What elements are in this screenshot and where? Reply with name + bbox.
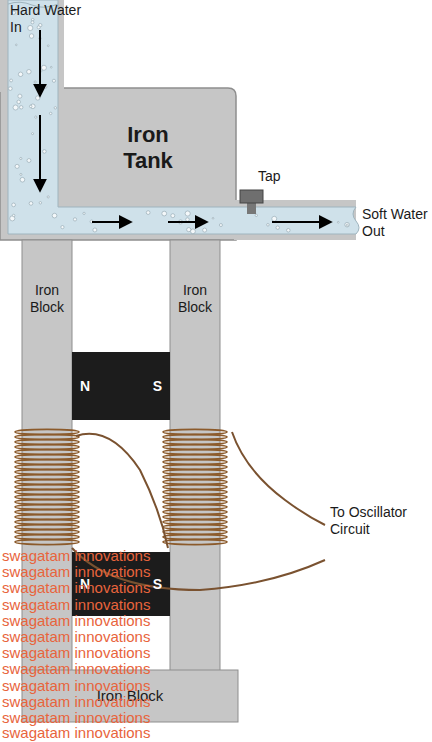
node-text: Iron Block [24, 282, 70, 316]
watermark: swagatam innovations [2, 710, 150, 725]
inlet-label: Hard Water In [10, 2, 90, 36]
particle [287, 229, 291, 233]
tank-label-box: Iron Tank [62, 92, 234, 204]
node-text: S [153, 576, 162, 593]
particle [255, 214, 257, 216]
particle [15, 164, 19, 168]
node-text: Iron Tank [113, 122, 183, 175]
coil-turn [163, 539, 227, 544]
iron-block: Iron Block [170, 280, 220, 340]
iron-block: Iron Block [22, 280, 72, 340]
particle [18, 94, 22, 98]
particle [272, 216, 277, 221]
particle [212, 217, 214, 219]
coil-turn [15, 539, 79, 544]
particle [27, 70, 31, 74]
particle [37, 26, 40, 29]
particle [20, 106, 23, 109]
particle [27, 159, 31, 163]
particle [28, 25, 33, 30]
watermark: swagatam innovations [2, 597, 150, 612]
particle [191, 229, 196, 234]
particle [61, 226, 64, 229]
particle [13, 105, 18, 110]
particle [35, 116, 37, 118]
particle [39, 202, 41, 204]
particle [20, 157, 22, 159]
particle [12, 214, 14, 216]
particle [203, 228, 207, 232]
particle [171, 214, 175, 218]
particle [15, 44, 17, 46]
node-text: S [153, 378, 162, 395]
particle [146, 211, 150, 215]
node-text: Iron Block [172, 282, 218, 316]
particle [20, 177, 25, 182]
watermark: swagatam innovations [2, 580, 150, 595]
particle [346, 224, 348, 226]
particle [186, 218, 190, 222]
particle [337, 221, 339, 223]
particle [345, 222, 350, 227]
tap-label: Tap [258, 168, 281, 185]
particle [52, 79, 55, 82]
particle [162, 211, 167, 216]
particle [10, 79, 13, 82]
particle [29, 34, 33, 38]
particle [31, 18, 34, 21]
particle [32, 133, 34, 135]
particle [44, 85, 47, 88]
magnet-top [72, 352, 170, 420]
water-channel [8, 0, 359, 234]
particle [73, 218, 76, 221]
particle [83, 212, 85, 214]
particle [8, 87, 12, 91]
particle [29, 202, 33, 206]
particle [17, 100, 21, 104]
particle [49, 112, 51, 114]
watermark: swagatam innovations [2, 678, 150, 693]
watermark: swagatam innovations [2, 725, 150, 740]
particle [219, 224, 222, 227]
particle [187, 228, 191, 232]
watermark: swagatam innovations [2, 564, 150, 579]
particle [36, 96, 40, 100]
particle [50, 66, 52, 68]
watermark: swagatam innovations [2, 661, 150, 676]
particle [20, 173, 22, 175]
watermark: swagatam innovations [2, 613, 150, 628]
particle [18, 72, 22, 76]
particle [47, 45, 49, 47]
watermark: swagatam innovations [2, 629, 150, 644]
particle [267, 224, 270, 227]
particle [12, 203, 16, 207]
particle [276, 226, 279, 229]
particle [47, 196, 49, 198]
watermark: swagatam innovations [2, 548, 150, 563]
outlet-label: Soft Water Out [362, 206, 428, 240]
mineral-particles [8, 11, 349, 234]
particle [34, 81, 36, 83]
particle [52, 213, 57, 218]
flow-arrows [40, 30, 330, 222]
particle [29, 105, 32, 108]
magnet: NS [72, 352, 170, 420]
particle [93, 228, 97, 232]
watermark: swagatam innovations [2, 694, 150, 709]
particle [31, 21, 34, 24]
watermark: swagatam innovations [2, 645, 150, 660]
particle [43, 150, 47, 154]
tap-knob [240, 190, 263, 203]
tap-stem [247, 202, 256, 214]
particle [185, 211, 190, 216]
node-text: N [80, 378, 90, 395]
particle [54, 107, 56, 109]
particle [41, 65, 46, 70]
oscillator-label: To Oscillator Circuit [330, 504, 426, 538]
